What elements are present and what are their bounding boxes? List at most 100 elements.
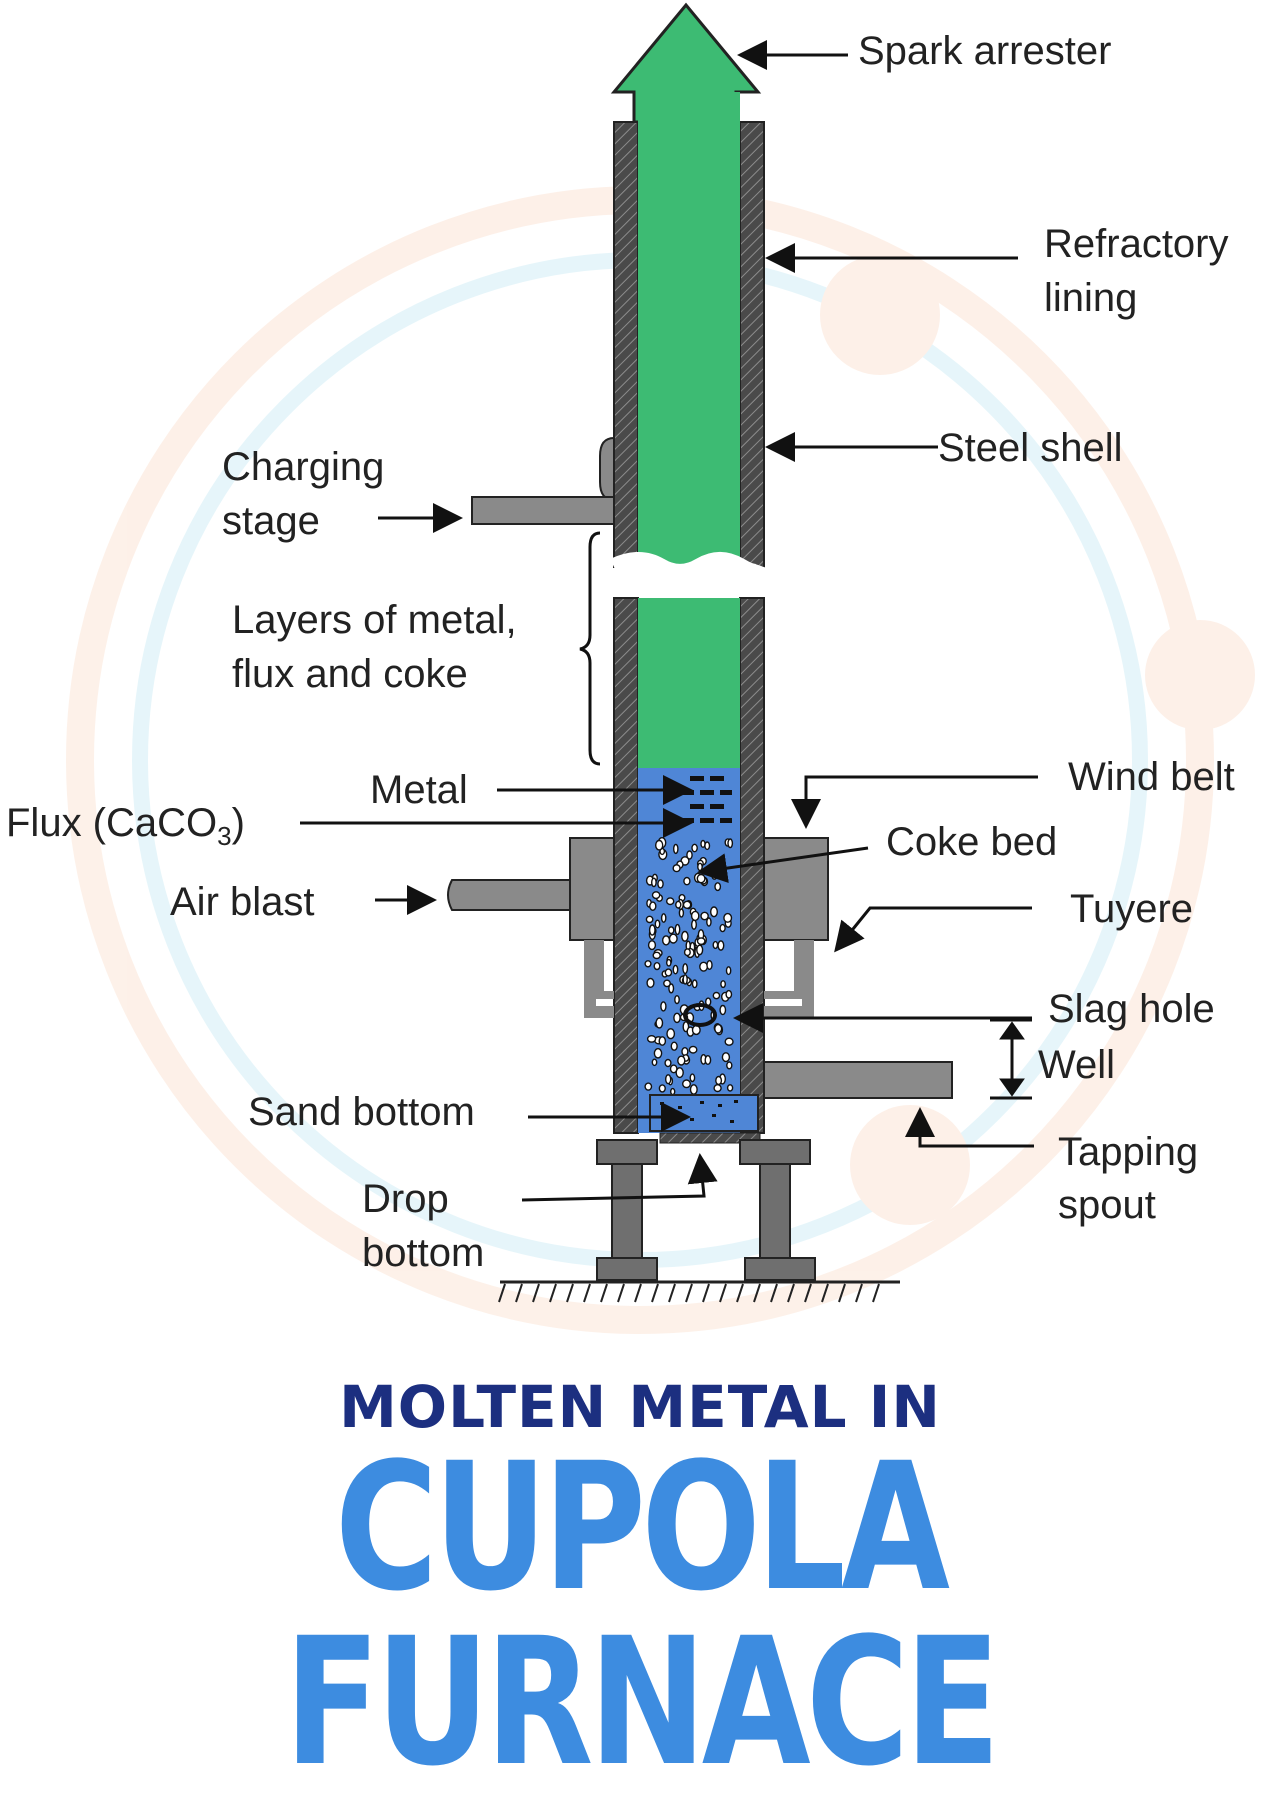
coke-piece: [651, 1058, 658, 1067]
coke-piece: [648, 924, 656, 936]
ground-hatch-tick: [617, 1283, 625, 1303]
coke-piece: [675, 1067, 684, 1079]
coke-piece: [723, 912, 733, 923]
ground-hatch-tick: [600, 1283, 608, 1303]
coke-piece: [666, 958, 672, 967]
coke-piece: [725, 966, 732, 976]
coke-piece: [691, 919, 698, 930]
ground-hatch-tick: [855, 1283, 863, 1303]
charging-door: [599, 436, 615, 502]
label-charging-stage-2: stage: [222, 499, 320, 543]
coke-piece: [673, 843, 679, 855]
ground-hatch-tick: [515, 1283, 523, 1303]
cupola-furnace-diagram: [66, 2, 1255, 1334]
coke-piece: [706, 917, 712, 927]
ground-hatch-tick: [770, 1283, 778, 1303]
label-drop-bottom-2: bottom: [362, 1231, 485, 1275]
coke-piece: [664, 1058, 672, 1068]
slag-hole: [683, 1003, 717, 1027]
upper-stack: [610, 92, 773, 582]
label-charging-stage-1: Charging: [222, 445, 385, 489]
ground-hatch-tick: [583, 1283, 591, 1303]
title-line-1: MOLTEN METAL IN: [339, 1373, 941, 1441]
label-tuyere: Tuyere: [1070, 887, 1194, 931]
ground-hatch-tick: [804, 1283, 812, 1303]
coke-piece: [670, 1087, 676, 1096]
ground-hatch-tick: [634, 1283, 642, 1303]
label-drop-bottom-1: Drop: [362, 1177, 449, 1221]
coke-piece: [689, 1073, 696, 1083]
coke-piece: [704, 1054, 712, 1065]
charging-stage-platform: [471, 496, 615, 525]
coke-piece: [667, 926, 675, 935]
coke-piece: [645, 915, 654, 924]
ground-hatch-tick: [838, 1283, 846, 1303]
ground-hatch-tick: [736, 1283, 744, 1303]
coke-piece: [711, 872, 718, 880]
coke-piece: [672, 964, 679, 975]
coke-piece: [720, 980, 726, 989]
coke-piece: [704, 841, 711, 851]
coke-piece: [682, 900, 692, 909]
tuyere: [584, 940, 814, 1018]
ground-hatch-tick: [872, 1283, 880, 1303]
coke-piece: [677, 1055, 686, 1066]
coke-piece: [713, 1083, 722, 1093]
coke-piece: [688, 1045, 698, 1054]
coke-piece: [719, 1004, 727, 1016]
coke-piece: [691, 843, 698, 853]
label-flux: Flux (CaCO3): [6, 796, 245, 863]
ground-hatch-tick: [821, 1283, 829, 1303]
coke-piece: [726, 1061, 733, 1070]
coke-piece: [724, 1037, 734, 1046]
coke-piece: [672, 864, 681, 873]
coke-piece: [690, 910, 700, 922]
coke-piece: [696, 944, 704, 956]
coke-piece: [712, 940, 719, 950]
coke-piece: [683, 948, 691, 957]
coke-piece: [726, 1084, 734, 1092]
ground-hatch-tick: [498, 1283, 506, 1303]
sand-bottom: [649, 1094, 759, 1132]
coke-piece: [715, 1075, 723, 1086]
coke-piece: [665, 1074, 672, 1085]
coke-piece: [673, 1012, 681, 1024]
coke-piece: [646, 1035, 657, 1043]
coke-piece: [660, 1001, 667, 1012]
coke-piece: [653, 1048, 663, 1059]
coke-piece: [644, 1082, 653, 1091]
coke-piece: [660, 913, 667, 923]
drop-bottom-plate: [659, 1132, 761, 1144]
coke-piece: [644, 960, 652, 968]
coke-piece: [686, 850, 693, 860]
coke-piece: [668, 983, 675, 994]
coke-piece: [697, 862, 703, 872]
ground-hatch-tick: [702, 1283, 710, 1303]
label-well: Well: [1038, 1043, 1116, 1087]
coke-piece: [670, 1041, 678, 1051]
coke-piece: [666, 1028, 676, 1040]
coke-piece: [712, 991, 721, 1000]
coke-piece: [706, 960, 713, 971]
label-flux-subscript: 3: [217, 821, 232, 851]
coke-piece: [675, 900, 682, 909]
coke-piece: [655, 839, 664, 851]
layers-brace: [579, 531, 601, 766]
coke-piece: [658, 1036, 667, 1046]
coke-piece: [655, 1017, 664, 1029]
label-air-blast: Air blast: [170, 880, 315, 924]
coke-piece: [647, 940, 657, 951]
coke-piece: [649, 901, 657, 912]
coke-piece: [710, 906, 719, 918]
coke-piece: [666, 897, 675, 906]
coke-piece: [682, 974, 688, 985]
ground: [498, 1280, 900, 1303]
coke-piece: [653, 961, 661, 971]
coke-piece: [683, 876, 691, 886]
watermark-gear-icon: [1145, 620, 1255, 730]
label-layers-2: flux and coke: [232, 652, 468, 696]
coke-piece: [664, 968, 673, 977]
coke-piece: [714, 882, 722, 892]
label-coke-bed: Coke bed: [886, 820, 1058, 864]
label-layers-1: Layers of metal,: [232, 598, 517, 642]
